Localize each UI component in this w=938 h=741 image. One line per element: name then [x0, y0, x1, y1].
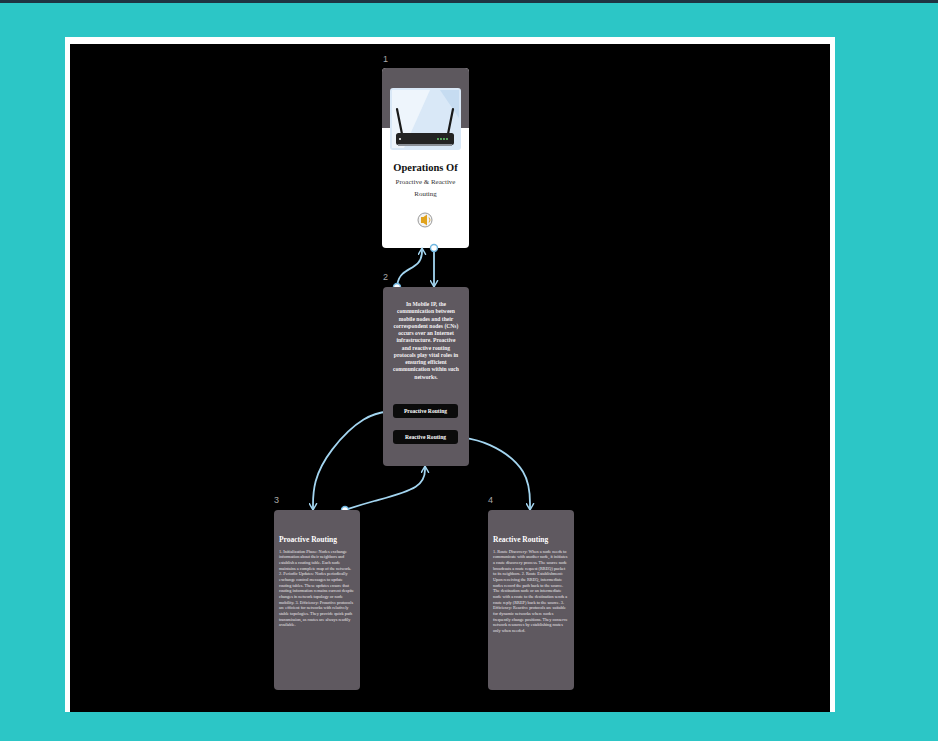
- connector-arrow: [345, 466, 425, 510]
- connector-arrow: [433, 248, 435, 287]
- router-light: [440, 138, 442, 140]
- router-antenna: [448, 109, 453, 134]
- connector-start-dot: [431, 245, 438, 252]
- nav-button: Reactive Routing: [393, 430, 458, 444]
- router-antenna: [397, 109, 402, 134]
- card-paragraph: In Mobile IP, the communication between …: [392, 301, 460, 381]
- router-light: [443, 138, 445, 140]
- content-card: In Mobile IP, the communication between …: [383, 287, 469, 466]
- content-card: Reactive Routing 1. Route Discovery: When…: [488, 510, 574, 690]
- router-light: [437, 138, 439, 140]
- photo-shade: [440, 90, 459, 118]
- button-label: Proactive Routing: [404, 408, 447, 414]
- callout-number: 4: [488, 496, 493, 505]
- callout-number: 2: [383, 273, 388, 282]
- connector-arrow: [313, 411, 393, 510]
- cover-card: [382, 68, 469, 248]
- card-background: [382, 68, 469, 248]
- speaker-icon: [421, 215, 427, 226]
- speaker-wave: [429, 218, 430, 223]
- nav-button: Proactive Routing: [393, 404, 458, 418]
- router-photo: [390, 88, 461, 150]
- callout-number: 3: [274, 496, 279, 505]
- card-heading: Reactive Routing: [493, 535, 569, 545]
- router-body: [396, 133, 454, 145]
- canvas: [70, 44, 830, 712]
- callout-number: 1: [383, 55, 388, 64]
- top-bar: [0, 0, 938, 3]
- card-body: 1. Initialization Phase: Nodes exchange …: [279, 549, 355, 628]
- audio-button: [418, 213, 432, 227]
- connector-arrow: [397, 248, 422, 287]
- card-body: 1. Route Discovery: When a node needs to…: [493, 549, 569, 634]
- content-card: Proactive Routing 1. Initialization Phase…: [274, 510, 360, 690]
- router-light: [399, 138, 401, 140]
- router-light: [446, 138, 448, 140]
- frame: [65, 37, 835, 712]
- button-label: Reactive Routing: [405, 434, 446, 440]
- router-base: [398, 144, 452, 146]
- card-title: Operations Of: [386, 161, 465, 175]
- card-subtitle: Proactive & Reactive Routing: [386, 176, 465, 201]
- card-heading: Proactive Routing: [279, 535, 355, 545]
- cover-card: Operations OfProactive & Reactive Routin…: [382, 68, 469, 248]
